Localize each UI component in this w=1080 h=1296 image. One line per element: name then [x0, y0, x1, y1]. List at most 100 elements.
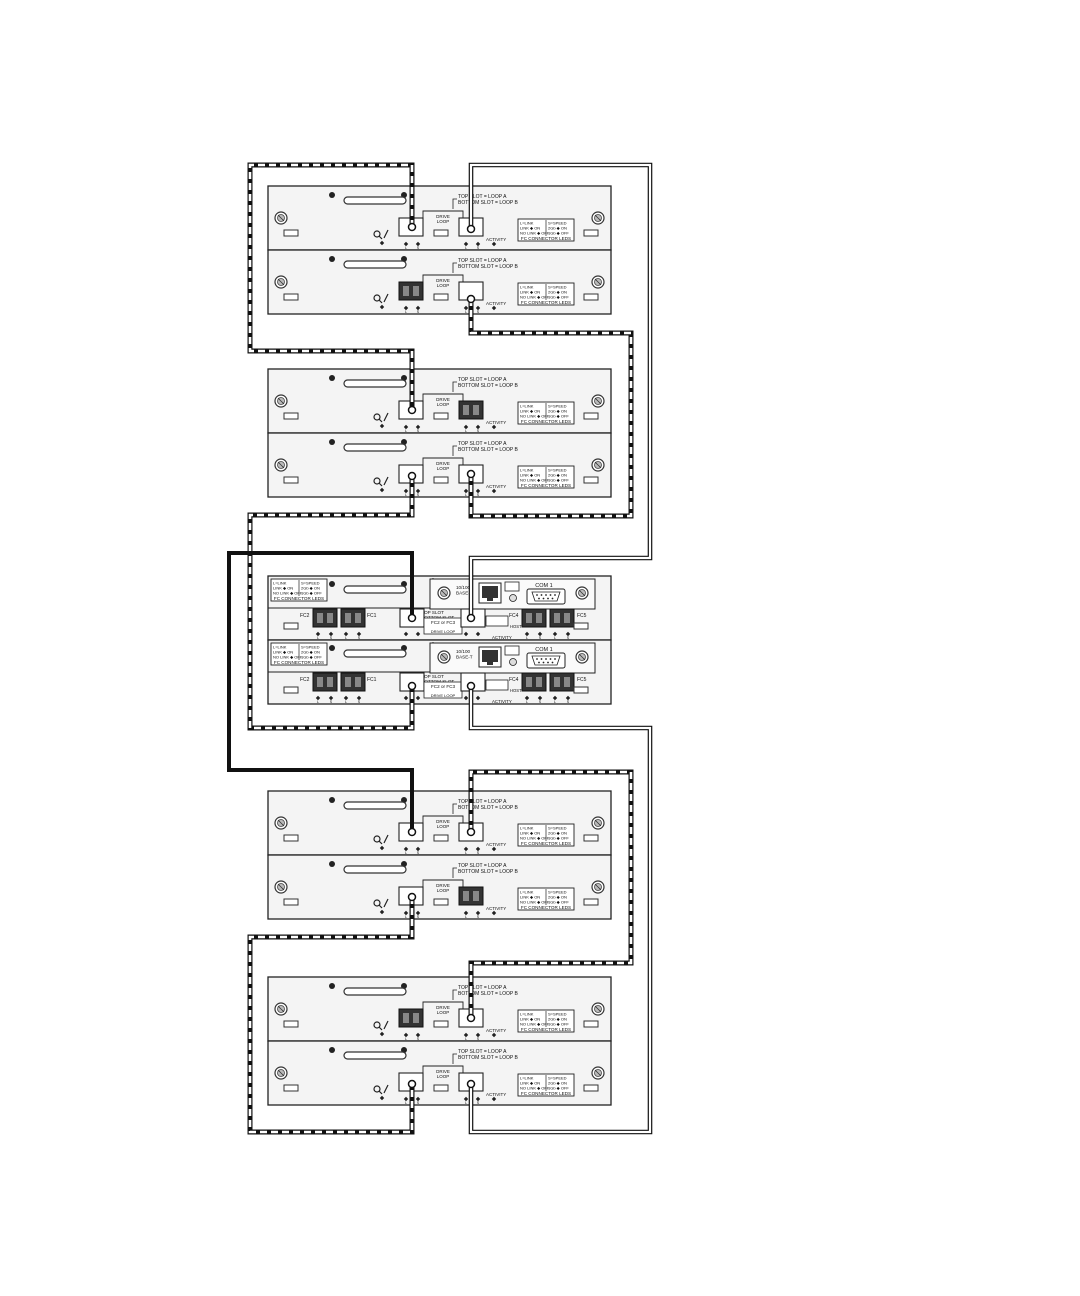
com-pin	[536, 594, 538, 596]
led-indicator-icon	[379, 304, 385, 310]
label: ACTIVITY	[486, 420, 506, 425]
com-pin	[547, 597, 549, 600]
module-handle	[343, 801, 407, 810]
led-indicator-icon	[415, 1096, 421, 1102]
loop-bracket	[422, 1065, 464, 1074]
latch-slot	[433, 476, 449, 484]
thumbscrew-icon	[591, 1066, 605, 1080]
led-indicator-icon	[491, 241, 497, 247]
wrench-shaft	[378, 418, 383, 423]
label: FC CONNECTOR LEDS	[521, 419, 571, 424]
label: L=LINK	[520, 404, 534, 409]
cap-slot	[317, 677, 323, 687]
label: L	[405, 915, 407, 919]
cable-plug-icon	[466, 294, 476, 304]
led-indicator-icon	[343, 631, 349, 637]
led-indicator-icon	[463, 1096, 469, 1102]
loop-leader	[452, 1053, 457, 1064]
led-indicator-icon	[475, 631, 481, 637]
label: S	[477, 310, 480, 314]
label: LINK ◆ ON	[520, 1081, 540, 1086]
thumbscrew-icon	[274, 816, 288, 830]
module-handle	[343, 987, 407, 996]
eth-socket	[482, 650, 498, 662]
cable-loop-b-bottom	[247, 892, 417, 1135]
led-indicator-icon	[403, 241, 409, 247]
led-indicator-icon	[403, 424, 409, 430]
port-dust-cap	[312, 672, 338, 692]
cable-plug-icon	[466, 613, 476, 623]
com-pin	[554, 658, 556, 660]
led-indicator-icon	[403, 1096, 409, 1102]
label: DRIVE	[436, 461, 450, 466]
label: NO LINK ◆ OFF	[520, 414, 550, 419]
label: S	[330, 700, 333, 704]
label: S	[358, 636, 361, 640]
host-port-fc1	[340, 608, 366, 628]
label: 2Gb ◆ ON	[548, 290, 567, 295]
wrench-ring	[373, 1085, 381, 1093]
led-indicator-icon	[343, 695, 349, 701]
label: 2Gb ◆ ON	[301, 650, 320, 655]
host-port-fc2	[312, 672, 338, 692]
loop-bracket	[422, 815, 464, 824]
led-indicator-icon	[403, 910, 409, 916]
label: TOP SLOT = LOOP A	[458, 799, 507, 805]
latch-slot	[433, 412, 449, 420]
label: ACTIVITY	[486, 1092, 506, 1097]
module-handle	[343, 585, 407, 594]
loop-leader	[452, 445, 457, 456]
label: S=SPEED	[548, 1076, 567, 1081]
led-indicator-icon	[475, 488, 481, 494]
thumbscrew-slot	[277, 1069, 285, 1077]
label: BASE-T	[456, 655, 473, 660]
label: NO LINK ◆ OFF	[273, 591, 303, 596]
thumbscrew-slot	[578, 589, 586, 597]
screw-dot	[329, 439, 335, 445]
cap-slot	[317, 613, 323, 623]
label: L	[405, 429, 407, 433]
cap-slot	[526, 677, 532, 687]
led-indicator-icon	[463, 488, 469, 494]
label: 2Gb ◆ ON	[548, 831, 567, 836]
label: DRIVE	[436, 883, 450, 888]
label: ACTIVITY	[486, 842, 506, 847]
label: FC4	[509, 613, 519, 619]
cap-slot	[554, 613, 560, 623]
label: L=LINK	[520, 468, 534, 473]
cable-dash	[469, 770, 633, 1018]
thumbscrew-slot	[277, 278, 285, 286]
wrench-shaft	[378, 840, 383, 845]
label: NO LINK ◆ OFF	[520, 1086, 550, 1091]
cap-slot	[536, 613, 542, 623]
label: S	[477, 1101, 480, 1105]
cable-dash	[248, 897, 414, 1134]
label: S	[477, 493, 480, 497]
port-dust-cap	[458, 886, 484, 906]
led-indicator-icon	[356, 695, 362, 701]
wrench-jaw	[383, 293, 389, 303]
label: 1Gb ◆ OFF	[301, 655, 322, 660]
label: L	[554, 636, 556, 640]
cable-plug-icon	[407, 405, 417, 415]
latch-slot	[583, 476, 599, 484]
module-handle	[343, 649, 407, 658]
label: LOOP	[437, 402, 450, 407]
thumbscrew-icon	[274, 211, 288, 225]
module-handle	[343, 379, 407, 388]
label: BOTTOM SLOT = LOOP B	[458, 1055, 519, 1061]
led-indicator-icon	[379, 240, 385, 246]
label: BOTTOM SLOT = LOOP B	[458, 447, 519, 453]
ethernet-port	[478, 582, 502, 604]
ethernet-port	[478, 646, 502, 668]
label: ACTIVITY	[486, 484, 506, 489]
service-wrench-icon	[373, 412, 389, 423]
led-indicator-icon	[475, 1032, 481, 1038]
label: DRIVE	[436, 214, 450, 219]
port-dust-cap	[521, 672, 547, 692]
led-indicator-icon	[403, 488, 409, 494]
wrench-jaw	[383, 1020, 389, 1030]
